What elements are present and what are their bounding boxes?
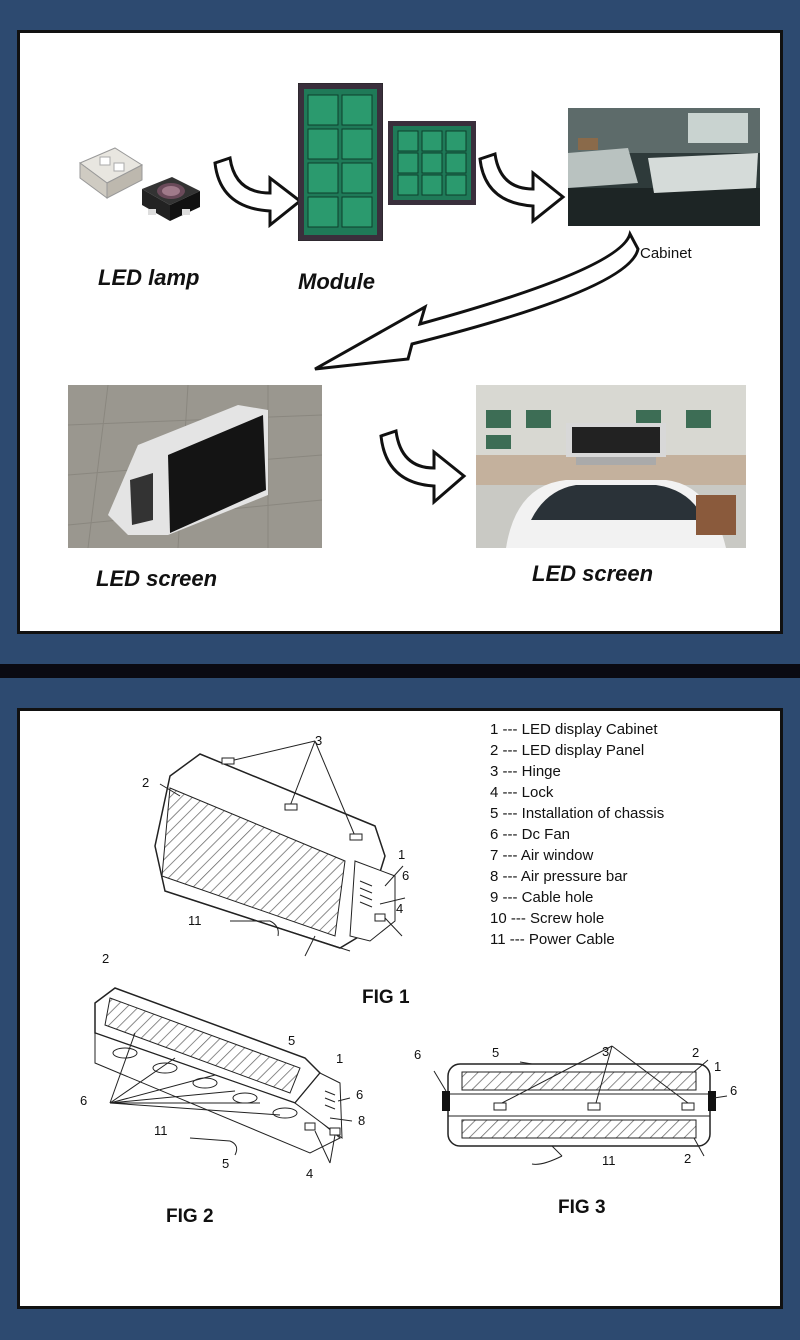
fig3-callout-6-left: 6 — [414, 1047, 422, 1062]
cabinet-label: Cabinet — [640, 245, 692, 262]
module-large-image — [298, 83, 383, 241]
fig1-drawing — [154, 740, 406, 957]
arrow-cabinet-to-screen-icon — [314, 230, 640, 371]
fig3-label: FIG 3 — [558, 1197, 606, 1218]
module-small-image — [388, 121, 476, 205]
fig2-drawing — [94, 987, 353, 1164]
legend-item: 4 --- Lock — [490, 784, 554, 801]
fig1-callout-6: 6 — [402, 868, 410, 883]
fig2-callout-5-top: 5 — [288, 1033, 296, 1048]
led-lamp-image — [79, 147, 200, 221]
parts-legend: 1 --- LED display Cabinet 2 --- LED disp… — [490, 719, 664, 950]
fig1-callout-11: 11 — [188, 913, 202, 928]
fig2-callout-2: 2 — [102, 951, 110, 966]
fig3-callout-2-bottom: 2 — [684, 1151, 692, 1166]
fig3-callout-6-right: 6 — [730, 1083, 738, 1098]
fig1-callout-3: 3 — [315, 733, 323, 748]
legend-item: 9 --- Cable hole — [490, 889, 594, 906]
fig2-label: FIG 2 — [166, 1206, 214, 1227]
legend-item: 6 --- Dc Fan — [490, 826, 571, 843]
fig2-callout-6-right: 6 — [356, 1087, 364, 1102]
fig2-callout-6-left: 6 — [80, 1093, 88, 1108]
led-screen-right-label: LED screen — [532, 561, 654, 586]
arrow-screen-to-car-icon — [379, 429, 467, 506]
fig2-callout-1: 1 — [336, 1051, 344, 1066]
legend-item: 5 --- Installation of chassis — [490, 805, 665, 822]
car-led-screen-photo-image — [476, 385, 746, 548]
legend-item: 3 --- Hinge — [490, 763, 561, 780]
fig1-callout-1: 1 — [398, 847, 406, 862]
fig2-callout-4: 4 — [306, 1166, 314, 1181]
fig1-callout-2: 2 — [142, 775, 150, 790]
legend-item: 10 --- Screw hole — [490, 910, 605, 927]
led-lamp-label: LED lamp — [98, 265, 200, 290]
fig2-callout-5-bottom: 5 — [222, 1156, 230, 1171]
fig3-callout-3: 3 — [602, 1044, 610, 1059]
fig2-callout-8: 8 — [358, 1113, 366, 1128]
legend-item: 11 --- Power Cable — [490, 931, 615, 948]
top-panel: LED lamp Module — [0, 0, 800, 664]
fig2-callout-11: 11 — [154, 1123, 168, 1138]
bottom-panel: 1 --- LED display Cabinet 2 --- LED disp… — [0, 678, 800, 1340]
legend-item: 2 --- LED display Panel — [490, 742, 645, 759]
arrow-lamp-to-module-icon — [213, 156, 303, 228]
module-label: Module — [298, 269, 375, 294]
assembly-diagram: 1 --- LED display Cabinet 2 --- LED disp… — [17, 708, 783, 1309]
fig1-label: FIG 1 — [362, 987, 410, 1008]
led-screen-left-label: LED screen — [96, 566, 218, 591]
led-screen-photo-image — [68, 385, 322, 548]
fig1-callout-4: 4 — [396, 901, 404, 916]
fig3-callout-11: 11 — [602, 1153, 616, 1168]
legend-item: 8 --- Air pressure bar — [490, 868, 628, 885]
legend-item: 1 --- LED display Cabinet — [490, 721, 658, 738]
fig3-callout-5: 5 — [492, 1045, 500, 1060]
cabinet-photo-image — [568, 108, 760, 226]
legend-item: 7 --- Air window — [490, 847, 594, 864]
fig3-callout-1: 1 — [714, 1059, 722, 1074]
fig3-drawing — [433, 1045, 728, 1165]
process-diagram: LED lamp Module — [17, 30, 783, 634]
fig3-callout-2-top: 2 — [692, 1045, 700, 1060]
arrow-module-to-cabinet-icon — [478, 152, 566, 225]
